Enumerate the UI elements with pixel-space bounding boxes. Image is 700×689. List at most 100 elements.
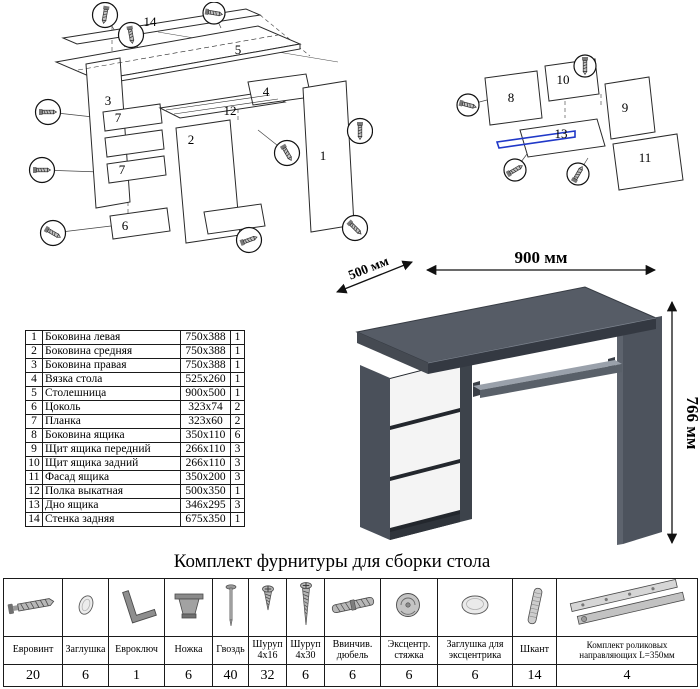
part-size: 500x350 (180, 484, 231, 499)
desk-3d-view: 900 мм 500 мм 766 мм (336, 248, 700, 545)
part-qty: 1 (230, 330, 245, 345)
hardware-qty: 20 (3, 664, 63, 687)
desk-right-panel (617, 316, 662, 545)
middle-panel-edge (460, 357, 472, 522)
exploded-view-drawer: 10 8 9 13 11 (456, 54, 684, 191)
part-number: 3 (25, 358, 43, 373)
tray-edge (480, 364, 622, 398)
part-number: 4 (25, 372, 43, 387)
tray-top (473, 360, 622, 390)
desk-panels (54, 8, 355, 244)
part-size: 266x110 (180, 442, 231, 457)
fastener-callouts (28, 2, 373, 254)
part-qty: 1 (230, 386, 245, 401)
part-name: Боковина левая (42, 330, 181, 345)
part-qty: 1 (230, 484, 245, 499)
part-labels: 10 8 9 13 11 (508, 72, 652, 165)
part-name: Боковина средняя (42, 344, 181, 359)
hardware-qty: 6 (286, 664, 325, 687)
panel-bottom-piece (203, 203, 266, 235)
panel-side-left (302, 80, 355, 233)
hardware-icon-cell (556, 578, 698, 637)
hardware-qty: 6 (164, 664, 213, 687)
dowel-icon (527, 587, 542, 625)
part-size: 323x60 (180, 414, 231, 429)
part-label: 3 (105, 93, 112, 108)
part-name: Стенка задняя (42, 512, 181, 527)
hardware-name: Гвоздь (212, 636, 249, 665)
plug-icon (78, 595, 93, 615)
hardware-icon-cell (437, 578, 513, 637)
part-label: 6 (122, 218, 129, 233)
threaded-dowel-icon (331, 596, 374, 614)
screw-short-icon (261, 585, 274, 611)
hardware-name: Евровинт (3, 636, 63, 665)
part-name: Боковина правая (42, 358, 181, 373)
cam-lock-icon (396, 593, 420, 617)
hardware-icon-cell (380, 578, 438, 637)
part-label: 7 (119, 162, 126, 177)
part-name: Щит ящика передний (42, 442, 181, 457)
part-name: Столешница (42, 386, 181, 401)
hardware-name: Заглушка для эксцентрика (437, 636, 513, 665)
hardware-kit-title: Комплект фурнитуры для сборки стола (173, 551, 491, 572)
right-panel-face (623, 316, 662, 544)
screw-long-icon (299, 582, 312, 626)
part-name: Вязка стола (42, 372, 181, 387)
hardware-name: Шуруп 4x30 (286, 636, 325, 665)
hardware-icon-cell (3, 578, 63, 637)
part-size: 900x500 (180, 386, 231, 401)
desk-top (355, 286, 658, 374)
part-qty: 1 (230, 512, 245, 527)
desktop-highlight (427, 317, 657, 364)
part-name: Щит ящика задний (42, 456, 181, 471)
part-size: 750x388 (180, 344, 231, 359)
part-label: 14 (144, 14, 158, 29)
hardware-qty: 6 (380, 664, 438, 687)
part-qty: 1 (230, 372, 245, 387)
part-size: 675x350 (180, 512, 231, 527)
part-qty: 2 (230, 414, 245, 429)
drawer-front-2 (390, 412, 460, 477)
dimension-depth-label: 500 мм (346, 253, 391, 283)
part-label: 11 (639, 150, 652, 165)
panel-strip-3 (106, 155, 167, 184)
hardware-names-row: Евровинт Заглушка Евроключ Ножка Гвоздь … (3, 636, 698, 665)
hardware-qty: 6 (62, 664, 109, 687)
cam-plug-icon (461, 595, 489, 615)
panel-strip-2 (104, 129, 165, 158)
right-panel-edge (617, 324, 623, 545)
hardware-name: Заглушка (62, 636, 109, 665)
drawer-panels (484, 58, 684, 191)
part-qty: 3 (230, 442, 245, 457)
part-number: 12 (25, 484, 43, 499)
hardware-icons-row (3, 578, 698, 637)
part-number: 6 (25, 400, 43, 415)
hardware-kit-table: Евровинт Заглушка Евроключ Ножка Гвоздь … (3, 578, 698, 687)
part-name: Дно ящика (42, 498, 181, 513)
hardware-name: Ножка (164, 636, 213, 665)
hardware-qty: 14 (512, 664, 557, 687)
part-label: 4 (263, 84, 270, 99)
part-label: 2 (188, 132, 195, 147)
dimension-annotations: 900 мм 500 мм 766 мм (336, 248, 700, 545)
part-label: 7 (115, 110, 122, 125)
dimension-height-label: 766 мм (683, 397, 700, 450)
panel-stretcher (247, 73, 312, 106)
part-number: 2 (25, 344, 43, 359)
hardware-name: Ввинчив. дюбель (324, 636, 381, 665)
tray-rail-left (473, 381, 480, 397)
part-size: 525x260 (180, 372, 231, 387)
part-label: 8 (508, 90, 515, 105)
drawer-facade (612, 133, 684, 191)
part-number: 9 (25, 442, 43, 457)
part-qty: 6 (230, 428, 245, 443)
